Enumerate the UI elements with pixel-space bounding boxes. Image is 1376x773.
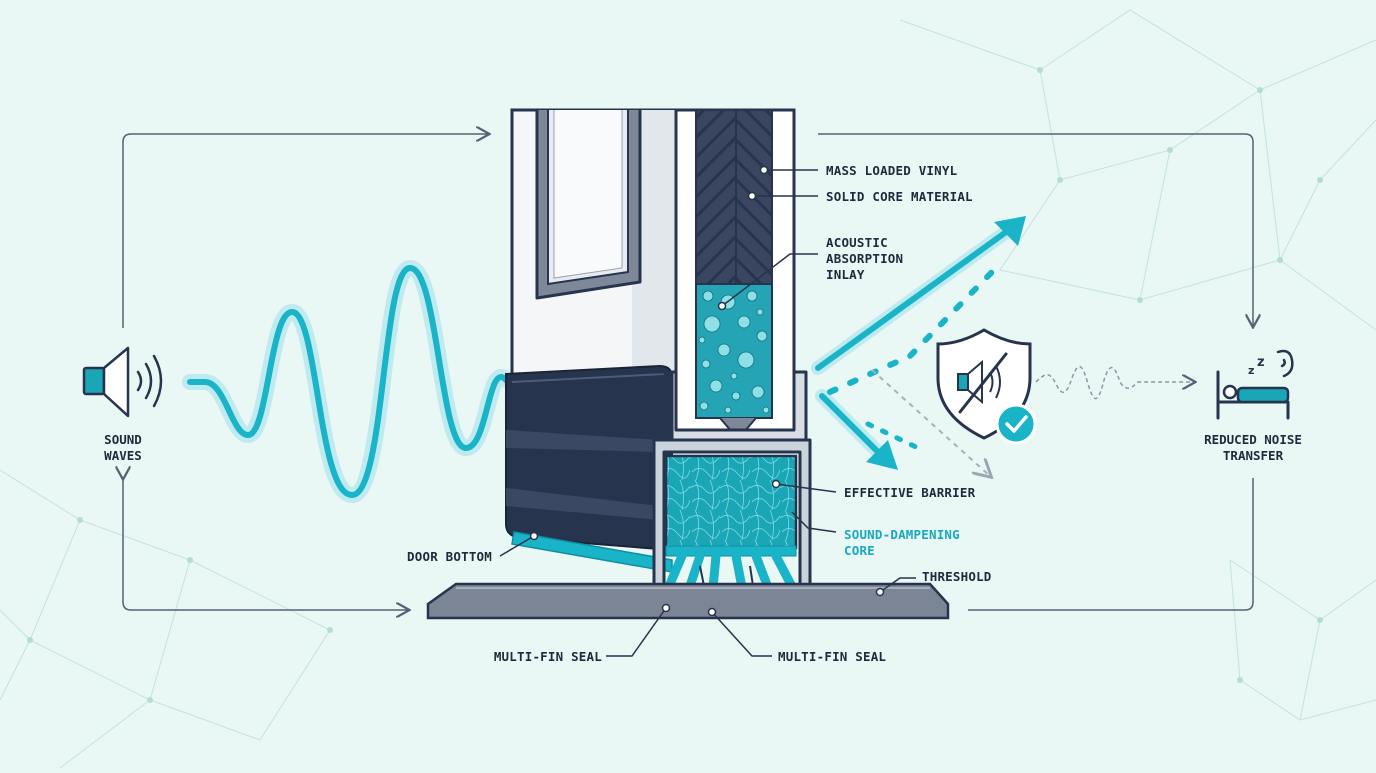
door-bottom-extrusion xyxy=(505,364,673,573)
label-acoustic-line3: INLAY xyxy=(826,267,865,282)
flow-loop-lines xyxy=(123,134,1253,610)
incoming-sound-wave-glow xyxy=(182,259,514,504)
speaker-icon xyxy=(82,346,163,418)
label-acoustic-line1: ACOUSTIC xyxy=(826,235,888,250)
sleeping-person-icon: z z xyxy=(1216,349,1294,420)
label-multi-fin-seal-right: MULTI-FIN SEAL xyxy=(778,649,886,664)
label-acoustic-line2: ABSORPTION xyxy=(826,251,903,266)
reduced-noise-label-line1: REDUCED NOISE xyxy=(1204,432,1302,447)
label-multi-fin-seal-left: MULTI-FIN SEAL xyxy=(494,649,602,664)
reduced-noise-wave xyxy=(1035,366,1194,400)
callout-dots xyxy=(529,165,885,617)
label-effective-barrier: EFFECTIVE BARRIER xyxy=(844,485,976,500)
door-slab xyxy=(510,108,680,384)
inlay-bubbles xyxy=(698,290,770,414)
callout-leaders xyxy=(499,169,916,657)
label-solid-core-material: SOLID CORE MATERIAL xyxy=(826,189,973,204)
threshold-plate xyxy=(426,582,950,620)
label-sound-dampening-line1: SOUND-DAMPENING xyxy=(844,527,960,542)
sound-waves-label-line2: WAVES xyxy=(104,448,142,463)
door-core-section xyxy=(674,108,796,433)
mass-loaded-vinyl-layer xyxy=(695,109,737,285)
reflected-sound-arrows xyxy=(811,216,1026,476)
label-mass-loaded-vinyl: MASS LOADED VINYL xyxy=(826,163,958,178)
reduced-noise-label-line2: TRANSFER xyxy=(1223,448,1284,463)
check-badge-icon xyxy=(995,403,1037,445)
door-panel-molding xyxy=(535,110,642,300)
sound-waves-label-line1: SOUND xyxy=(104,432,142,447)
svg-text:z: z xyxy=(1257,355,1265,370)
label-threshold: THRESHOLD xyxy=(922,569,992,584)
svg-text:z: z xyxy=(1248,364,1254,377)
label-door-bottom: DOOR BOTTOM xyxy=(407,549,492,564)
incoming-sound-wave xyxy=(187,264,509,499)
label-sound-dampening-line2: CORE xyxy=(844,543,875,558)
sound-dampening-core xyxy=(664,454,798,550)
